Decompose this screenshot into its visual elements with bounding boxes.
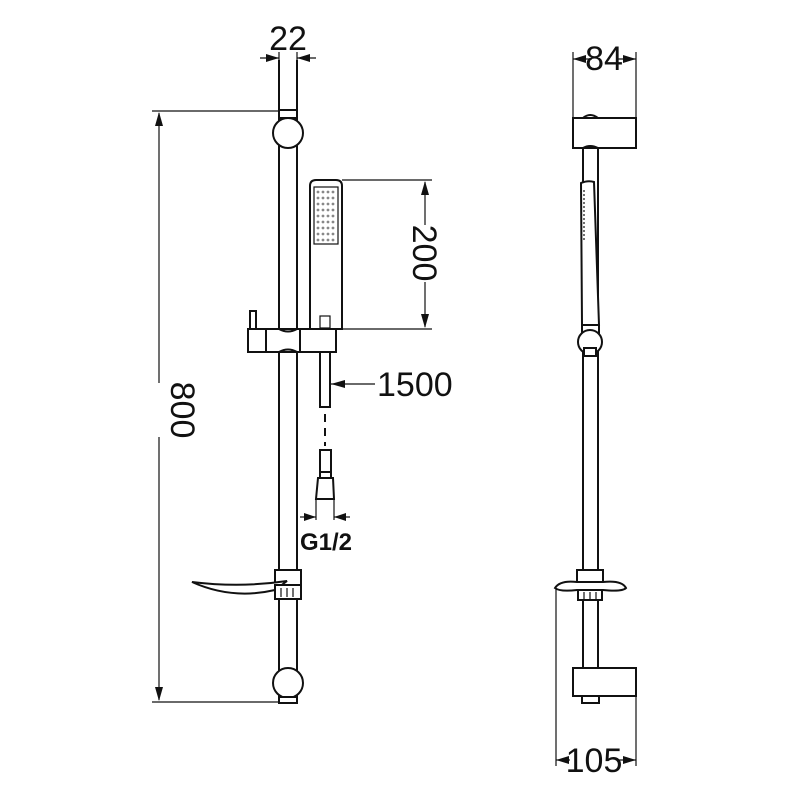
rail-height-label: 800 [163, 382, 201, 439]
spray-nozzles [316, 190, 335, 242]
slide-rail [278, 60, 298, 702]
dimension-handshower-length: 200 [342, 179, 443, 330]
dimension-bracket-depth: 84 [572, 40, 637, 118]
dimension-hose-length: 1500 [331, 366, 453, 404]
shower-hose [319, 351, 331, 446]
dimension-overall-depth: 105 [555, 588, 637, 780]
slider-holder [247, 310, 337, 353]
side-hand-shower [577, 180, 603, 357]
rail-diameter-label: 22 [269, 20, 307, 58]
dimension-rail-height: 800 [152, 110, 280, 703]
side-view: 84 105 [553, 40, 637, 780]
side-soap-dish [553, 569, 628, 601]
bracket-depth-label: 84 [585, 40, 623, 78]
top-wall-bracket [272, 109, 304, 149]
connection-thread-label: G1/2 [300, 529, 352, 556]
hand-shower [309, 179, 343, 330]
soap-dish [191, 569, 302, 600]
overall-depth-label: 105 [566, 742, 623, 780]
dimension-connection-thread: G1/2 [300, 513, 352, 556]
hose-connector [314, 449, 336, 520]
hose-length-label: 1500 [377, 366, 453, 404]
side-top-bracket [572, 114, 637, 149]
handshower-length-label: 200 [405, 225, 443, 282]
dimension-rail-diameter: 22 [260, 20, 316, 112]
side-bottom-bracket [572, 667, 637, 704]
front-view: 22 800 200 1500 [152, 20, 453, 704]
bottom-wall-bracket [272, 667, 304, 704]
